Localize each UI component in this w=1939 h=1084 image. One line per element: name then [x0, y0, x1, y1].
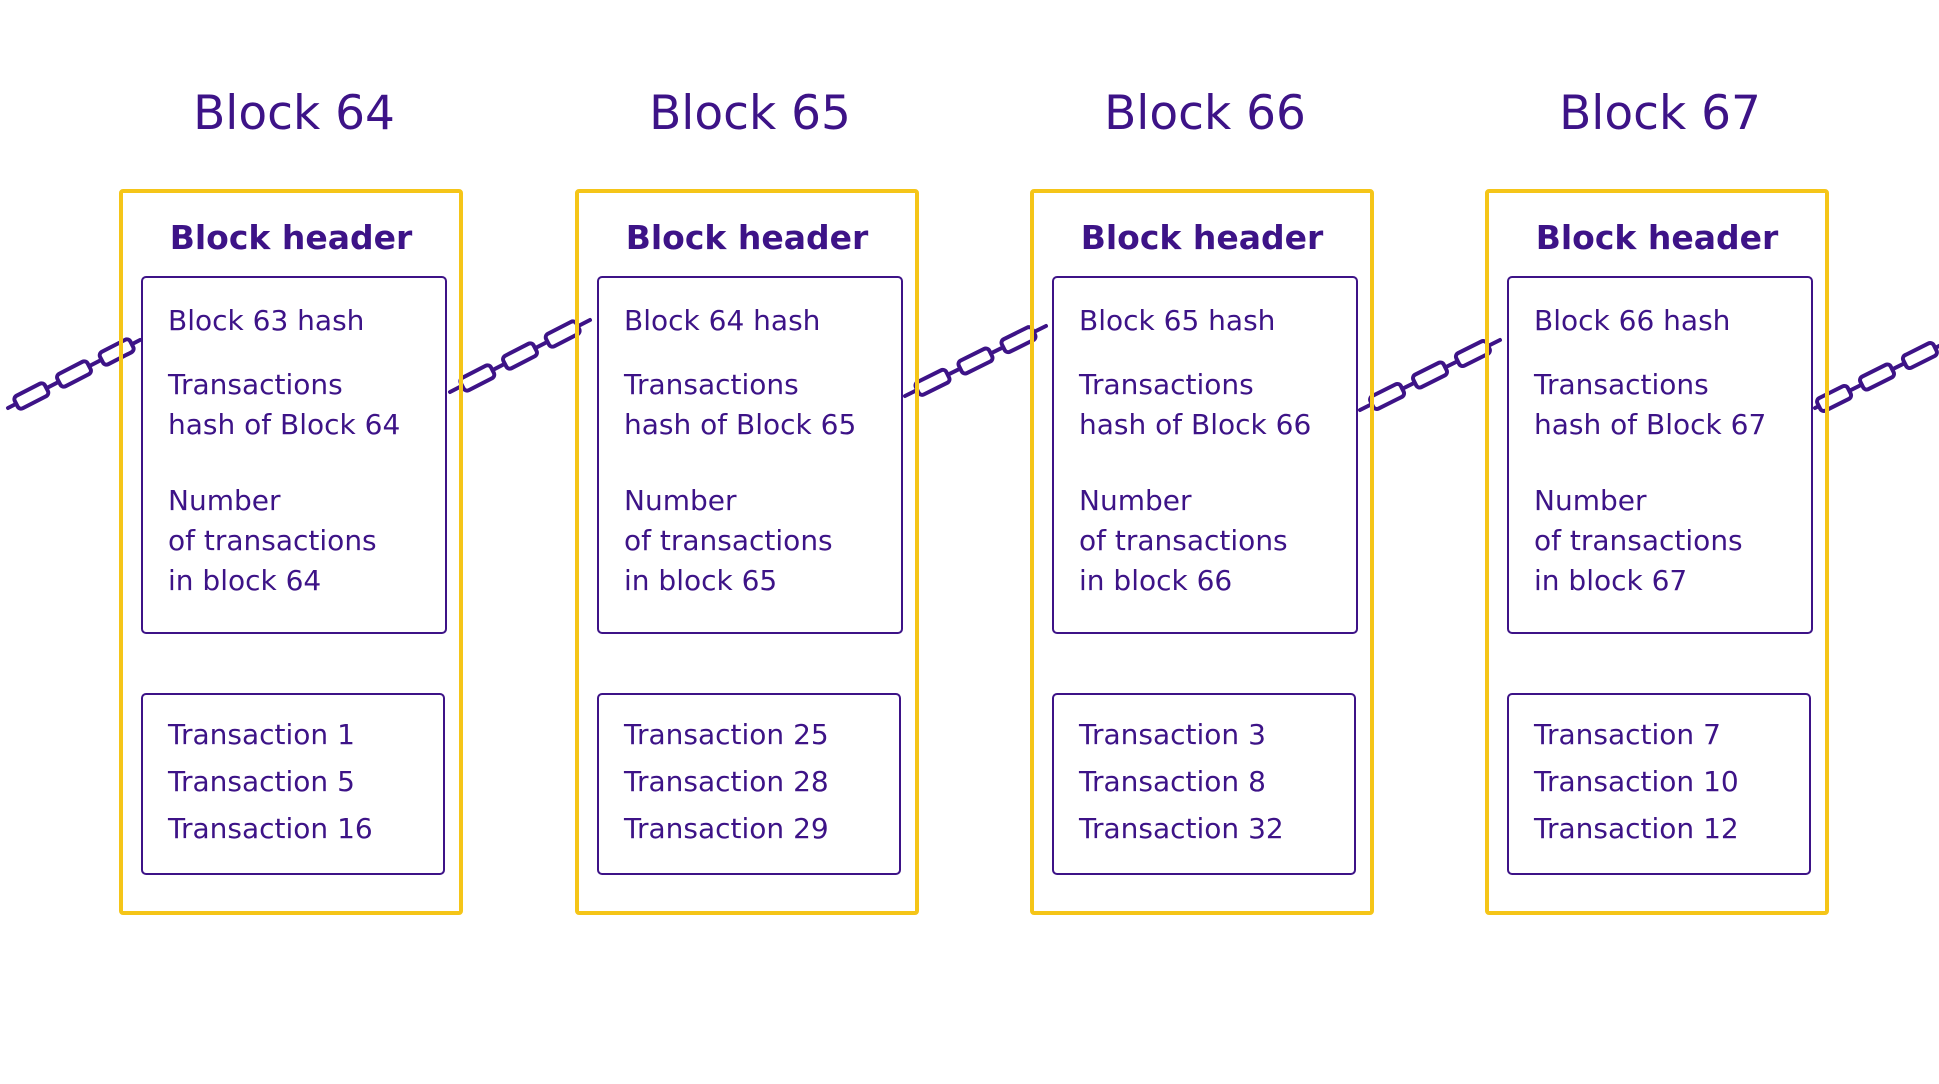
- block-header-box: Block 64 hash Transactions hash of Block…: [597, 276, 903, 634]
- transaction-count-line-2: of transactions: [624, 524, 833, 557]
- transaction-count-line-3: in block 67: [1534, 564, 1688, 597]
- transaction-item: Transaction 1: [168, 718, 355, 751]
- chain-link: [1900, 341, 1939, 371]
- chain-icon: [6, 337, 142, 411]
- block-title: Block 66: [1104, 86, 1306, 141]
- transaction-item: Transaction 10: [1534, 765, 1739, 798]
- block-title: Block 64: [193, 86, 395, 141]
- previous-block-hash: Block 66 hash: [1534, 304, 1731, 337]
- transaction-count-line-1: Number: [1079, 484, 1192, 517]
- transactions-hash-line-2: hash of Block 64: [168, 408, 401, 441]
- chain-link: [1858, 362, 1896, 392]
- block-66: Block header Block 65 hash Transactions …: [1030, 189, 1374, 915]
- transaction-item: Transaction 25: [624, 718, 829, 751]
- transactions-hash-line-2: hash of Block 66: [1079, 408, 1312, 441]
- transaction-item: Transaction 29: [624, 812, 829, 845]
- previous-block-hash: Block 65 hash: [1079, 304, 1276, 337]
- chain-icon: [1358, 337, 1503, 412]
- block-header-box: Block 63 hash Transactions hash of Block…: [141, 276, 447, 634]
- transaction-item: Transaction 3: [1079, 718, 1266, 751]
- chain-icon: [903, 324, 1048, 398]
- transaction-item: Transaction 16: [168, 812, 373, 845]
- transactions-box: Transaction 3 Transaction 8 Transaction …: [1052, 693, 1356, 875]
- transactions-hash-line-1: Transactions: [1079, 368, 1254, 401]
- transaction-count-line-3: in block 66: [1079, 564, 1233, 597]
- block-header-box: Block 66 hash Transactions hash of Block…: [1507, 276, 1813, 634]
- transactions-box: Transaction 25 Transaction 28 Transactio…: [597, 693, 901, 875]
- chain-link: [913, 367, 952, 397]
- transactions-hash-line-1: Transactions: [624, 368, 799, 401]
- transaction-count-line-2: of transactions: [1079, 524, 1288, 557]
- transaction-item: Transaction 8: [1079, 765, 1266, 798]
- transaction-item: Transaction 7: [1534, 718, 1721, 751]
- transaction-count-line-2: of transactions: [168, 524, 377, 557]
- block-67: Block header Block 66 hash Transactions …: [1485, 189, 1829, 915]
- block-header-label: Block header: [625, 218, 869, 257]
- block-64: Block header Block 63 hash Transactions …: [119, 189, 463, 915]
- block-title: Block 67: [1559, 86, 1761, 141]
- chain-icon: [1813, 341, 1939, 413]
- transaction-count-line-3: in block 65: [624, 564, 778, 597]
- transaction-item: Transaction 28: [624, 765, 829, 798]
- transaction-count-line-1: Number: [1534, 484, 1647, 517]
- transactions-box: Transaction 1 Transaction 5 Transaction …: [141, 693, 445, 875]
- block-header-label: Block header: [169, 218, 413, 257]
- chain-link: [1411, 360, 1449, 390]
- previous-block-hash: Block 64 hash: [624, 304, 821, 337]
- chain-link: [12, 381, 51, 411]
- transaction-item: Transaction 32: [1079, 812, 1284, 845]
- transactions-hash-line-2: hash of Block 67: [1534, 408, 1767, 441]
- transaction-count-line-1: Number: [168, 484, 281, 517]
- block-65: Block header Block 64 hash Transactions …: [575, 189, 919, 915]
- chain-link: [458, 363, 497, 393]
- block-header-label: Block header: [1535, 218, 1779, 257]
- transactions-box: Transaction 7 Transaction 10 Transaction…: [1507, 693, 1811, 875]
- transactions-hash-line-2: hash of Block 65: [624, 408, 857, 441]
- chain-link: [55, 359, 93, 389]
- block-header-box: Block 65 hash Transactions hash of Block…: [1052, 276, 1358, 634]
- transaction-item: Transaction 12: [1534, 812, 1739, 845]
- transactions-hash-line-1: Transactions: [168, 368, 343, 401]
- transaction-item: Transaction 5: [168, 765, 355, 798]
- transaction-count-line-3: in block 64: [168, 564, 322, 597]
- block-title: Block 65: [649, 86, 851, 141]
- chain-link: [956, 346, 995, 376]
- chain-link: [501, 341, 539, 371]
- chain-link: [1368, 381, 1407, 411]
- block-header-label: Block header: [1080, 218, 1324, 257]
- transaction-count-line-2: of transactions: [1534, 524, 1743, 557]
- transactions-hash-line-1: Transactions: [1534, 368, 1709, 401]
- transaction-count-line-1: Number: [624, 484, 737, 517]
- previous-block-hash: Block 63 hash: [168, 304, 365, 337]
- chain-icon: [448, 317, 593, 394]
